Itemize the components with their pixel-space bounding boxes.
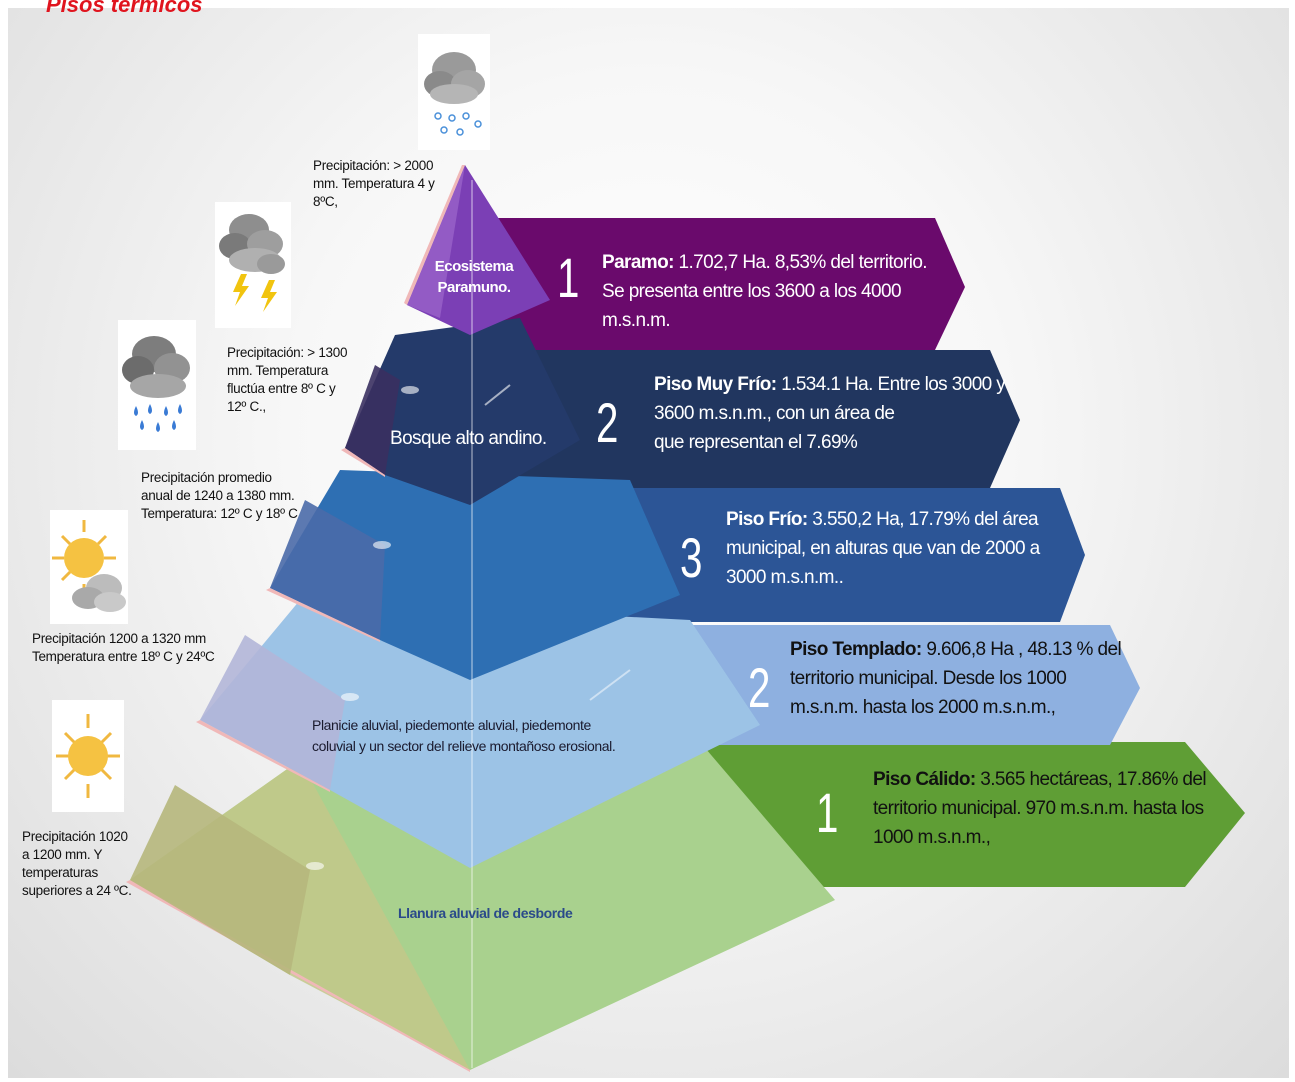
- floor-text-calido: Piso Cálido: 3.565 hectáreas, 17.86% del…: [873, 769, 1207, 848]
- thunderstorm-icon: [215, 202, 291, 328]
- snow-cloud-icon: [418, 34, 490, 150]
- pyramid-level-2: [345, 318, 580, 505]
- floor-number-frio: 3: [680, 526, 703, 589]
- page-title: Pisos térmicos: [46, 0, 203, 17]
- pyramid-level-5-left-inner: [130, 785, 310, 975]
- pyramid-level-3-left-face: [270, 500, 385, 640]
- floor-number-calido: 1: [816, 781, 839, 844]
- arrow-band-frio: [620, 488, 1085, 622]
- floor-number-muy-frio: 2: [596, 391, 619, 454]
- pyramid-level-2-left-face: [345, 365, 400, 475]
- arrow-band-muy-frio: [500, 350, 1020, 488]
- arrow-band-calido: [690, 742, 1245, 887]
- level-4-label: Planicie aluvial, piedemonte aluvial, pi…: [312, 717, 616, 754]
- climate-note-paramo: Precipitación: > 2000 mm. Temperatura 4 …: [313, 158, 435, 209]
- climate-note-templado: Precipitación 1200 a 1320 mm Temperatura…: [32, 631, 215, 664]
- floor-text-templado: Piso Templado: 9.606,8 Ha , 48.13 % del …: [790, 639, 1122, 718]
- climate-note-calido: Precipitación 1020 a 1200 mm. Y temperat…: [22, 829, 132, 898]
- floor-number-paramo: 1: [557, 246, 580, 309]
- sun-icon: [52, 700, 124, 812]
- pyramid-level-1-shade: [407, 165, 465, 318]
- floor-text-paramo: Paramo: 1.702,7 Ha. 8,53% del territorio…: [602, 252, 928, 331]
- climate-note-frio: Precipitación promedio anual de 1240 a 1…: [141, 470, 298, 521]
- climate-note-muy-frio: Precipitación: > 1300 mm. Temperatura fl…: [227, 345, 348, 414]
- partly-sunny-icon: [50, 510, 128, 624]
- arrow-band-templado: [690, 625, 1140, 745]
- floor-number-templado: 2: [748, 656, 771, 719]
- pyramid-level-4: [200, 600, 760, 868]
- arrow-band-paramo: [470, 218, 965, 350]
- level-1-label: Ecosistema Paramuno.: [434, 258, 514, 296]
- level-5-label: Llanura aluvial de desborde: [398, 905, 573, 921]
- pyramid-level-4-left-face: [200, 635, 345, 790]
- floor-text-muy-frio: Piso Muy Frío: 1.534.1 Ha. Entre los 300…: [654, 374, 1006, 453]
- floor-text-frio: Piso Frío: 3.550,2 Ha, 17.79% del área m…: [726, 509, 1040, 588]
- rain-cloud-icon: [118, 320, 196, 450]
- level-2-label: Bosque alto andino.: [390, 428, 547, 449]
